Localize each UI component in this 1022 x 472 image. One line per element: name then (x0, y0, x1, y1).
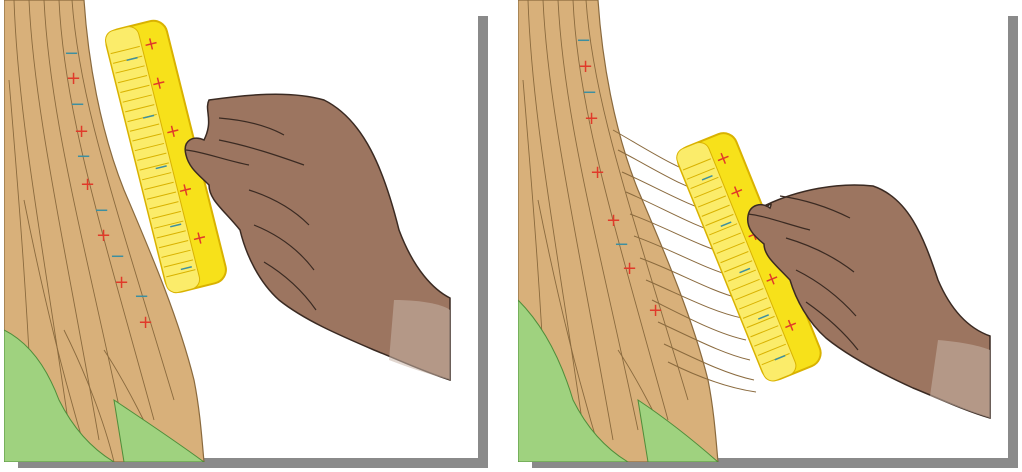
minus-charge: − (70, 94, 85, 115)
minus-charge: − (614, 234, 629, 255)
minus-charge: − (64, 43, 79, 64)
wrist-fade (930, 340, 990, 418)
illustration-after: − + − + + + − + + (518, 0, 1018, 462)
illustration-before: − + − + − + − + − + − + (4, 0, 484, 462)
plus-charge: + (74, 121, 89, 142)
panel-before: − + − + − + − + − + − + (4, 0, 474, 462)
plus-charge: + (80, 174, 95, 195)
minus-charge: − (94, 200, 109, 221)
plus-charge: + (584, 108, 599, 129)
plus-charge: + (96, 225, 111, 246)
plus-charge: + (138, 312, 153, 333)
wrist-fade (389, 300, 450, 380)
plus-charge: + (590, 162, 605, 183)
panel-after: − + − + + + − + + (518, 0, 988, 462)
plus-charge: + (648, 300, 663, 321)
plus-charge: + (622, 258, 637, 279)
plus-charge: + (114, 272, 129, 293)
plus-charge: + (606, 210, 621, 231)
minus-charge: − (76, 146, 91, 167)
plus-charge: + (66, 68, 81, 89)
minus-charge: − (582, 82, 597, 103)
plus-charge: + (578, 56, 593, 77)
minus-charge: − (110, 246, 125, 267)
minus-charge: − (576, 30, 591, 51)
minus-charge: − (134, 286, 149, 307)
